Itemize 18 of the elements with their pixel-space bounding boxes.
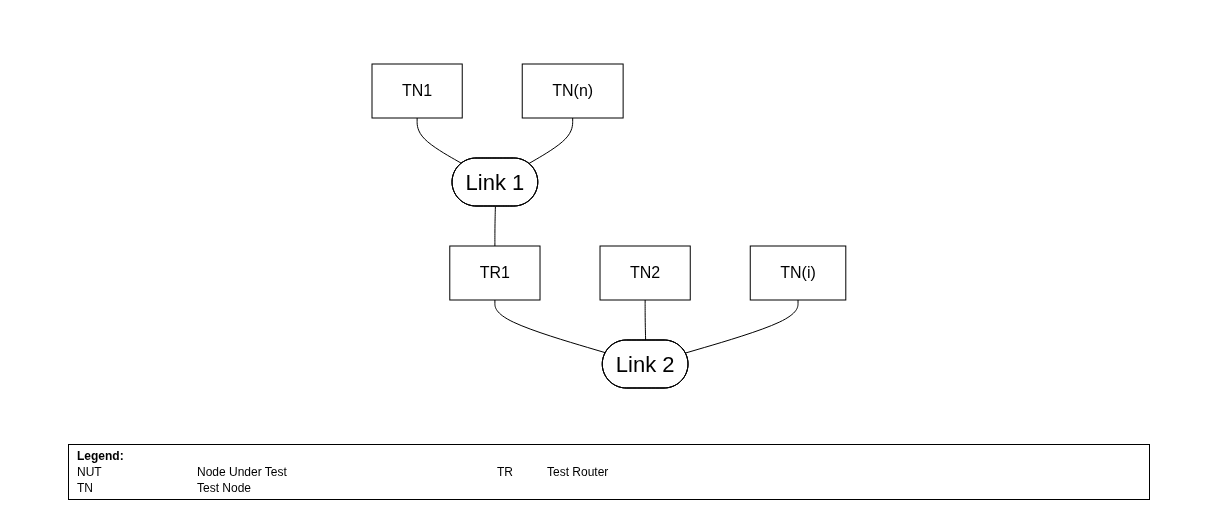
node-box: TN(i) — [749, 245, 847, 301]
abbreviation-text: TN — [77, 481, 94, 495]
connector — [416, 117, 463, 165]
abbreviation-text: TR — [497, 465, 514, 479]
connector — [685, 299, 799, 354]
definition-text: Test Router — [547, 465, 610, 479]
abbreviation-text: NUT — [77, 465, 103, 479]
connector — [644, 299, 647, 341]
node-box: TN1 — [371, 63, 463, 119]
connector — [494, 299, 607, 354]
definition-text: Test Node — [197, 481, 253, 495]
connector — [494, 206, 496, 247]
definition-text: Node Under Test — [197, 465, 288, 479]
node-box: TN2 — [599, 245, 691, 301]
node-box: TR1 — [449, 245, 541, 301]
node-box: TN(n) — [521, 63, 624, 119]
legend-heading: Legend: — [77, 449, 125, 463]
connector — [528, 117, 574, 165]
